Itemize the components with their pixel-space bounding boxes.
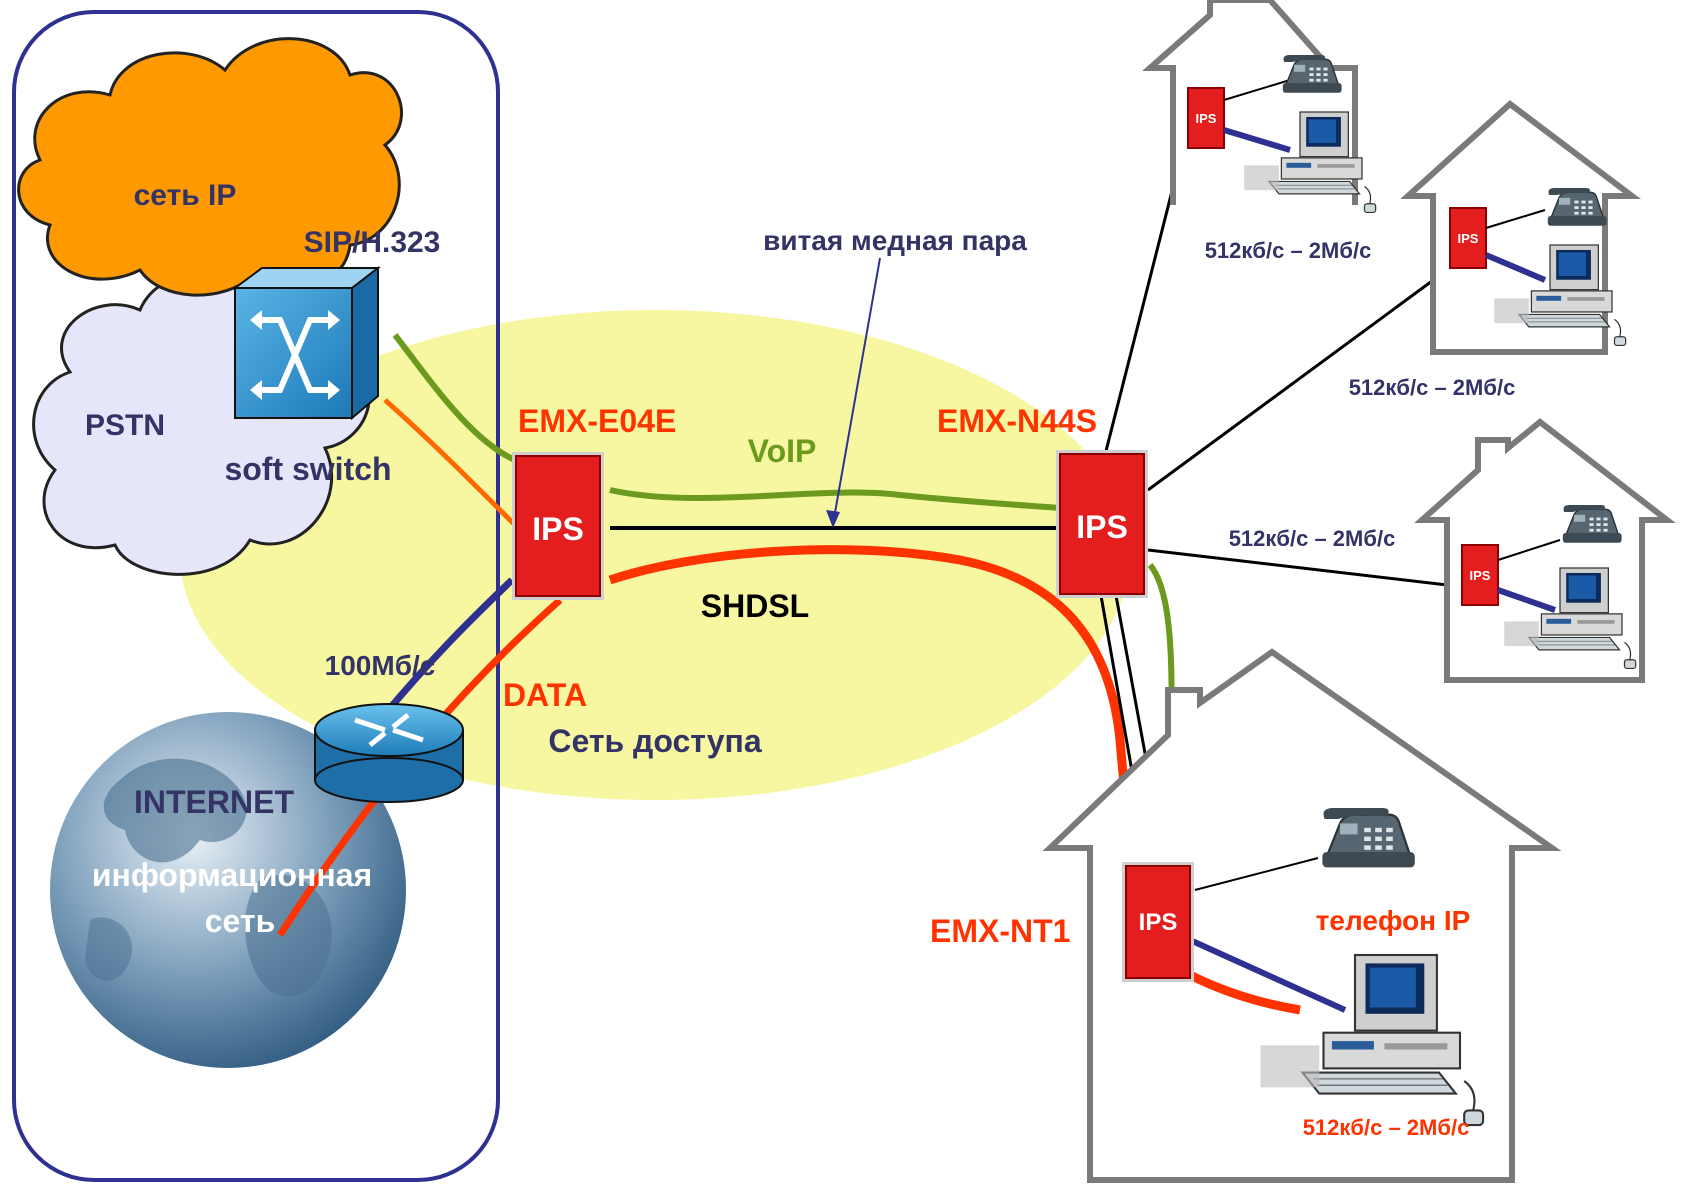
ips-label-n44s: IPS [1076, 509, 1128, 545]
rate-label-house2: 512кб/с – 2Мб/с [1349, 375, 1516, 400]
softswitch-orange-line [383, 398, 517, 527]
emx-n44s-label: EMX-N44S [937, 403, 1097, 439]
rate-label-house3: 512кб/с – 2Мб/с [1229, 526, 1396, 551]
ips-box-house1 [1187, 87, 1225, 149]
ips-label-house1: IPS [1196, 111, 1217, 126]
twisted-pair-label: витая медная пара [763, 225, 1027, 256]
voip-label: VoIP [748, 433, 817, 469]
ips-box-house2 [1449, 207, 1487, 269]
ips-label-e04e: IPS [532, 511, 584, 547]
router-device [314, 703, 464, 803]
info-network-label-line2: сеть [205, 903, 276, 939]
ip-network-cloud [17, 37, 403, 297]
data-label: DATA [503, 677, 587, 713]
ips-label-house3: IPS [1470, 568, 1491, 583]
ip-network-label: сеть IP [134, 179, 237, 212]
emx-e04e-label: EMX-E04E [518, 403, 676, 439]
info-network-label-line1: информационная [92, 857, 372, 893]
emx-nt1-label: EMX-NT1 [930, 913, 1070, 949]
voip-line [392, 333, 1061, 511]
uplink-speed-label: 100Мб/с [325, 650, 436, 681]
ips-label-nt1: IPS [1139, 909, 1178, 936]
rate-label-house4: 512кб/с – 2Мб/с [1303, 1115, 1470, 1140]
sip-h323-label: SIP/H.323 [304, 226, 441, 259]
twisted-pair-pointer [832, 257, 881, 525]
internet-globe [50, 712, 406, 1068]
shdsl-label: SHDSL [701, 588, 809, 624]
phone-icon-house1 [1282, 54, 1343, 94]
pstn-label: PSTN [85, 409, 165, 442]
uplink-100mb-line [377, 577, 515, 723]
ips-box-house3 [1461, 544, 1499, 606]
ips-label-house2: IPS [1458, 231, 1479, 246]
access-network-label: Сеть доступа [548, 723, 762, 759]
rate-label-house1: 512кб/с – 2Мб/с [1205, 238, 1372, 263]
softswitch-device [231, 265, 381, 421]
ip-phone-label: телефон IP [1316, 905, 1471, 936]
internet-label: INTERNET [134, 784, 294, 820]
ips-unit-emx-nt1 [1122, 862, 1194, 982]
softswitch-label: soft switch [224, 451, 391, 487]
